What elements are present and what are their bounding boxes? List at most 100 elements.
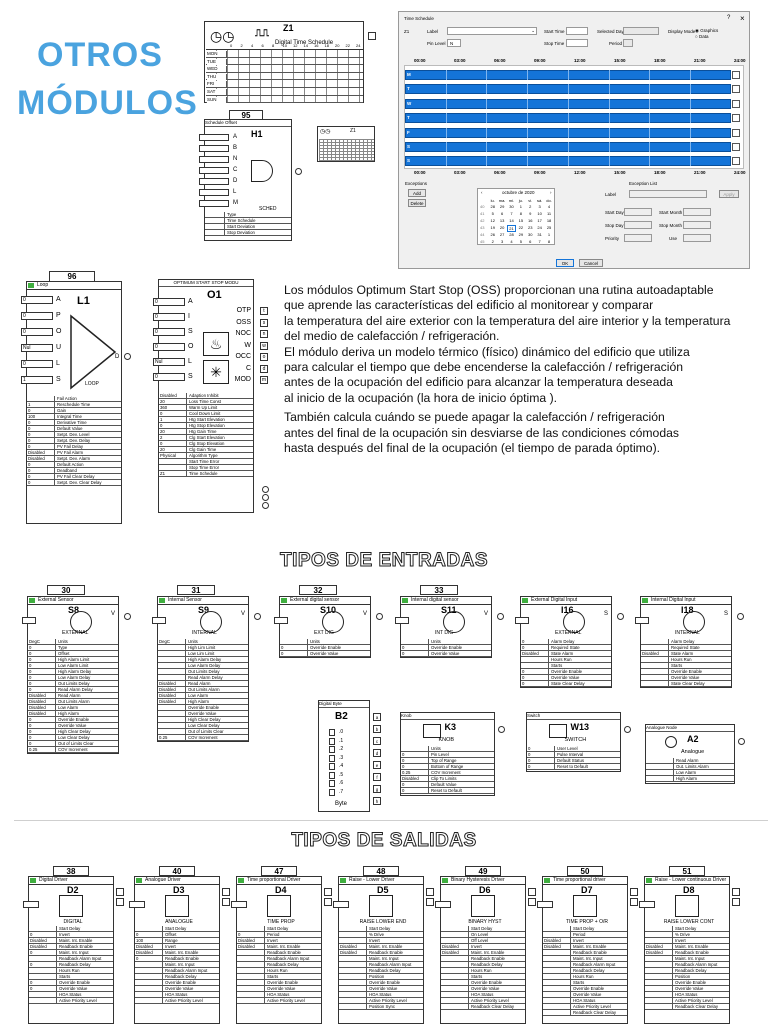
output-param-row[interactable]: Readback Alarm Input [29,956,113,962]
o1-output-tag[interactable]: m [260,376,268,384]
output-r-tag[interactable] [528,888,536,896]
data-radio[interactable]: ○ Data [695,34,709,39]
w13-output-port[interactable] [624,726,631,733]
output-param-row[interactable]: Readback Delay [645,968,729,974]
input-param-row[interactable]: Low Lim Limit [158,651,248,657]
calendar-prev-icon[interactable]: ‹ [481,190,483,195]
input-param-row[interactable]: High Clear Delay [158,717,248,723]
calendar-day[interactable]: 2 [491,239,494,244]
output-param-row[interactable]: Active Priority Level [237,998,321,1004]
calendar-day[interactable]: 4 [510,239,513,244]
output-param-row[interactable]: Override Enable [543,986,627,992]
input-output-port[interactable] [376,613,383,620]
output-param-row[interactable]: Override Value [543,992,627,998]
stop-day-field[interactable] [624,221,652,229]
input-param-row[interactable]: Hours Run [641,657,731,663]
start-month-field[interactable] [683,208,711,216]
output-m-tag[interactable] [528,898,536,906]
b2-output-tag[interactable]: f [373,773,381,781]
output-input-box[interactable] [333,901,349,908]
output-param-row[interactable]: Start Delay [339,926,423,932]
calendar-day[interactable]: 1 [547,232,551,237]
exception-label-dropdown[interactable] [629,190,707,198]
calendar-day[interactable]: 20 [499,225,505,230]
cancel-button[interactable]: Cancel [579,259,603,267]
output-param-row[interactable]: Position [645,974,729,980]
input-output-port[interactable] [617,613,624,620]
output-param-row[interactable]: Active Priority Level [543,1004,627,1010]
bar-end-box[interactable] [732,157,740,166]
o1-input-box[interactable] [153,343,185,351]
output-param-row[interactable]: Start Delay [29,926,113,932]
o1-output-tag[interactable]: o [260,353,268,361]
output-input-box[interactable] [129,901,145,908]
input-output-port[interactable] [737,613,744,620]
bar-end-box[interactable] [732,114,740,123]
o1-output-tag[interactable]: d [260,364,268,373]
output-param-row[interactable]: HOA Status [237,992,321,998]
o1-input-box[interactable] [153,328,185,336]
output-m-tag[interactable] [116,898,124,906]
calendar-day[interactable]: 28 [509,232,514,237]
output-param-row[interactable]: HOA Status [645,992,729,998]
output-param-row[interactable]: Starts [441,974,525,980]
b2-output-tag[interactable]: h [373,797,381,805]
calendar-day[interactable]: 5 [519,239,522,244]
input-param-row[interactable]: Out Limits Delay [158,669,248,675]
b2-bit-box[interactable] [329,729,335,736]
output-param-row[interactable]: % Drive [339,932,423,938]
b2-module[interactable]: Digital Byte B2 .0.1.2.3.4.5.6.7 Byte [318,700,370,812]
calendar-day[interactable]: 6 [529,239,532,244]
calendar-day[interactable]: 3 [538,204,541,209]
h1-input-box[interactable] [199,156,229,163]
bar-end-box[interactable] [732,128,740,137]
input-param-row[interactable]: Override Enable [158,705,248,711]
a2-param-row[interactable]: High Alarm [646,776,734,782]
output-param-row[interactable]: Override Enable [441,980,525,986]
b2-bit-box[interactable] [329,737,335,745]
stop-time-field[interactable] [566,39,588,47]
calendar-next-icon[interactable]: › [550,190,552,195]
calendar-day[interactable]: 8 [547,239,551,244]
output-m-tag[interactable] [426,898,434,906]
input-param-row[interactable]: Hours Run [521,657,611,663]
calendar-day[interactable]: 5 [491,211,494,216]
output-param-row[interactable]: Override Value [645,986,729,992]
output-param-row[interactable]: Start Delay [441,926,525,932]
input-offset-box[interactable] [152,617,166,624]
close-icon[interactable]: × [740,14,745,23]
b2-output-tag[interactable]: a [373,713,381,721]
output-r-tag[interactable] [426,888,434,896]
output-param-row[interactable]: % Drive [645,932,729,938]
input-param-row[interactable]: High Alarm Delay [158,657,248,663]
calendar-day[interactable]: 30 [528,232,533,237]
a2-output-port[interactable] [738,738,745,745]
